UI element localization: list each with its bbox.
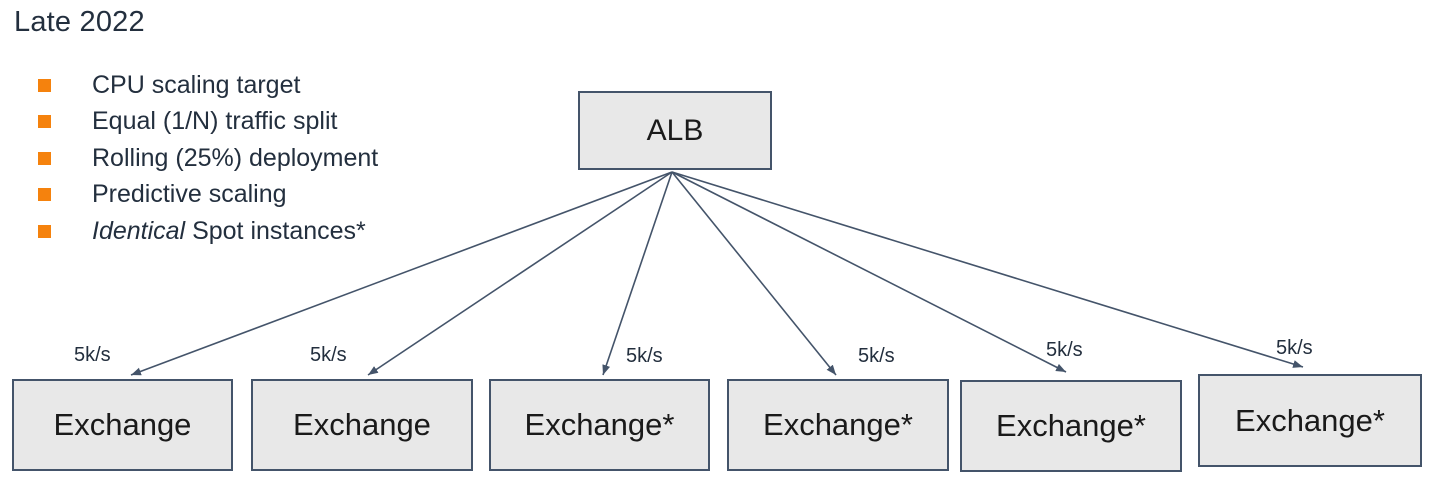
rate-label-3: 5k/s [626, 345, 663, 367]
exchange-node-6: Exchange* [1198, 374, 1422, 467]
note-item: Rolling (25%) deployment [38, 140, 498, 177]
note-text: Rolling (25%) deployment [92, 143, 379, 172]
note-text: CPU scaling target [92, 70, 301, 99]
exchange-node-label: Exchange* [524, 407, 675, 442]
bullet-square-icon [38, 188, 51, 202]
note-text: Identical Spot instances* [92, 217, 366, 246]
rate-label-6: 5k/s [1276, 337, 1313, 359]
note-item: Predictive scaling [38, 177, 498, 214]
note-text-emphasis: Identical [92, 216, 186, 245]
note-item: CPU scaling target [38, 67, 498, 104]
bullet-square-icon [38, 224, 51, 238]
bullet-square-icon [38, 78, 51, 92]
bullet-square-icon [38, 151, 51, 165]
rate-label-2: 5k/s [310, 344, 347, 366]
rate-label-5: 5k/s [1046, 339, 1083, 361]
exchange-node-2: Exchange [251, 379, 473, 471]
exchange-node-label: Exchange [53, 407, 192, 442]
exchange-node-label: Exchange* [996, 408, 1146, 443]
note-text: Equal (1/N) traffic split [92, 107, 338, 136]
page-title: Late 2022 [14, 6, 145, 38]
exchange-node-label: Exchange [293, 407, 431, 442]
notes-list: CPU scaling target Equal (1/N) traffic s… [38, 67, 498, 250]
exchange-node-label: Exchange* [763, 407, 913, 442]
arrow-alb-to-exchange-5 [671, 171, 1067, 373]
exchange-node-1: Exchange [12, 379, 233, 471]
arrow-alb-to-exchange-6 [671, 171, 1304, 368]
arrow-alb-to-exchange-4 [671, 171, 837, 376]
note-item: Equal (1/N) traffic split [38, 104, 498, 141]
exchange-node-4: Exchange* [727, 379, 949, 471]
note-text-rest: Spot instances* [185, 216, 366, 245]
rate-label-1: 5k/s [74, 344, 111, 366]
exchange-node-label: Exchange* [1235, 402, 1385, 438]
alb-node-label: ALB [646, 113, 704, 147]
note-text: Predictive scaling [92, 180, 287, 209]
note-item: Identical Spot instances* [38, 213, 498, 250]
exchange-node-3: Exchange* [489, 379, 710, 471]
rate-label-4: 5k/s [858, 345, 895, 367]
exchange-node-5: Exchange* [960, 380, 1182, 472]
bullet-square-icon [38, 115, 51, 129]
alb-node: ALB [578, 91, 772, 170]
